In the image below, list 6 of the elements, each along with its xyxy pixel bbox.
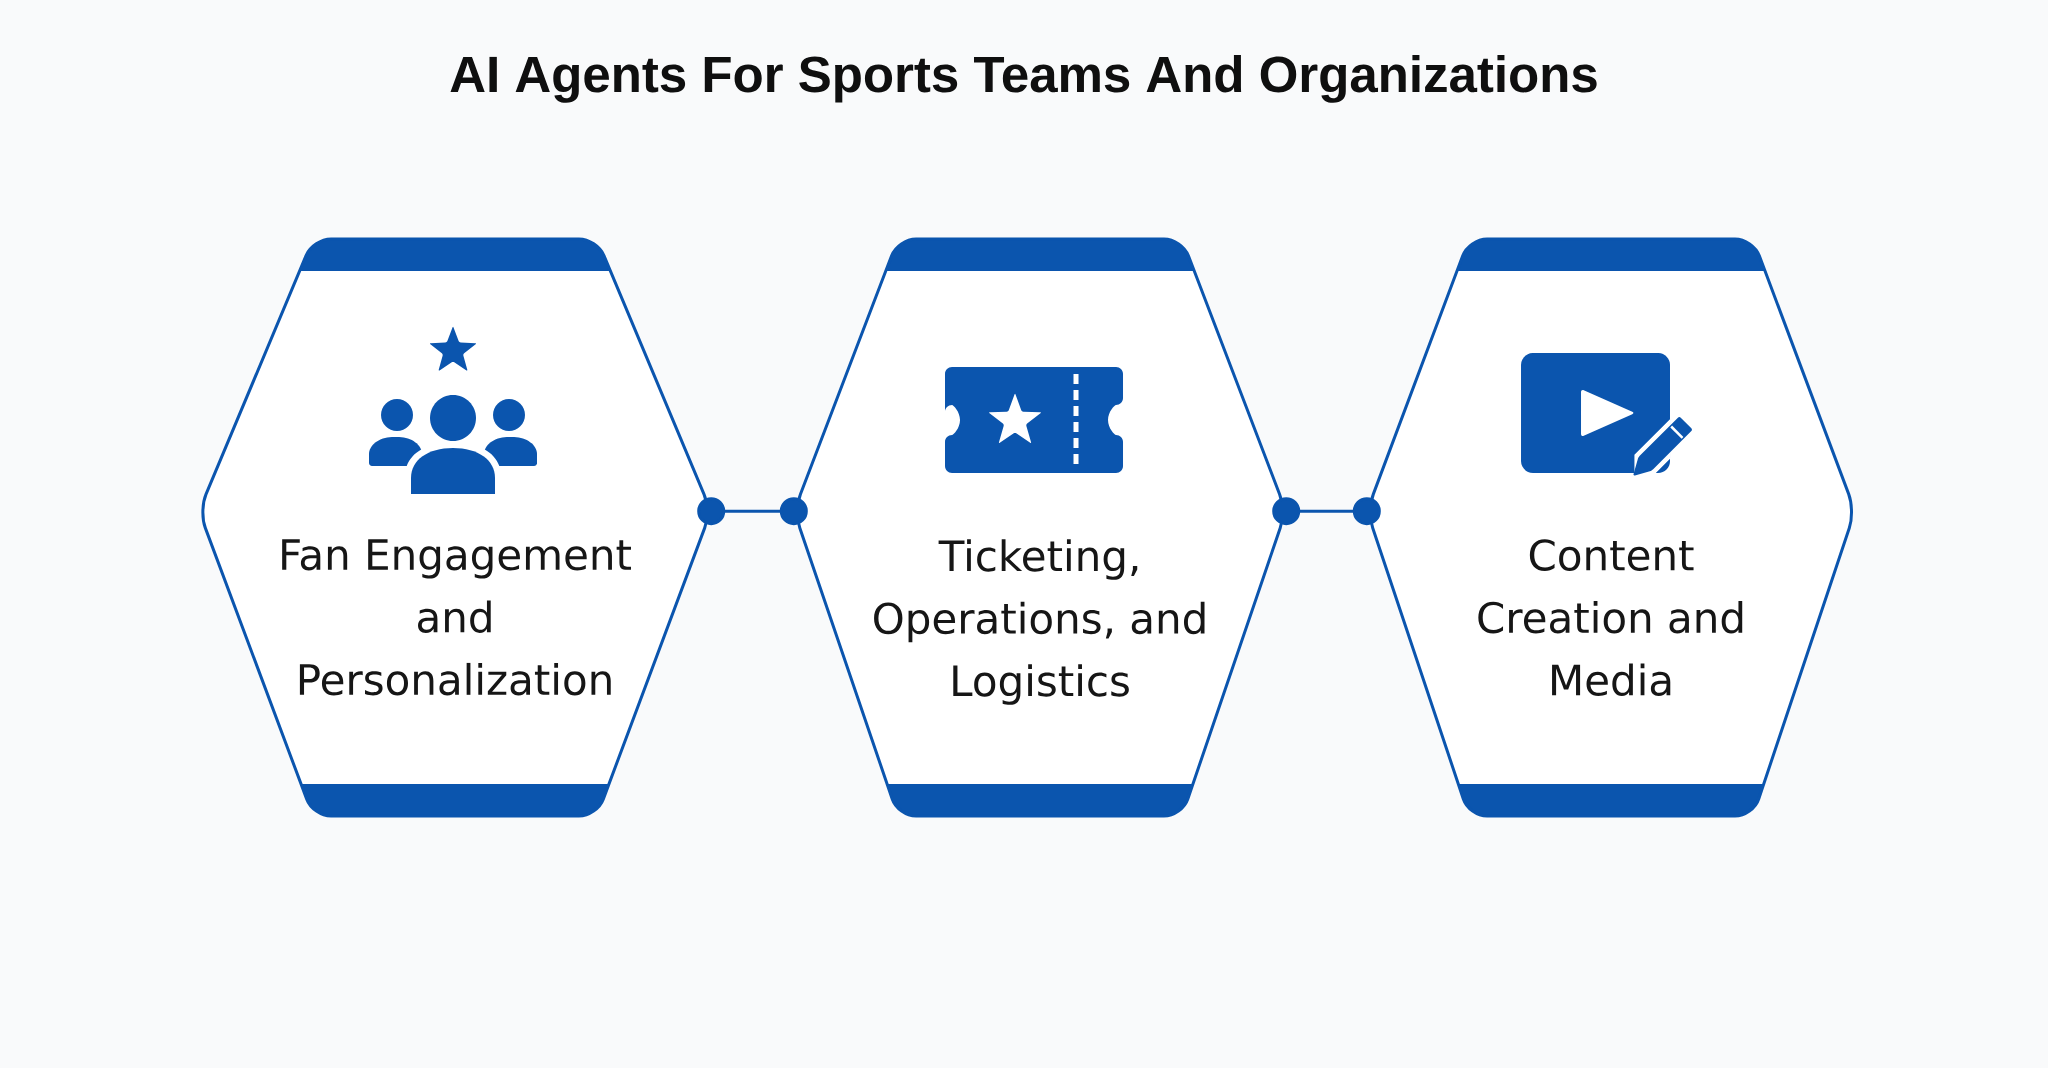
hexagon-box: Ticketing, Operations, and Logistics	[796, 237, 1284, 818]
connector	[1272, 497, 1381, 526]
connector	[697, 497, 808, 526]
hexagon-box: Fan Engagement and Personalization	[201, 237, 709, 818]
hexagon-box: Content Creation and Media	[1369, 237, 1853, 818]
title: AI Agents For Sports Teams And Organizations	[450, 55, 1597, 103]
